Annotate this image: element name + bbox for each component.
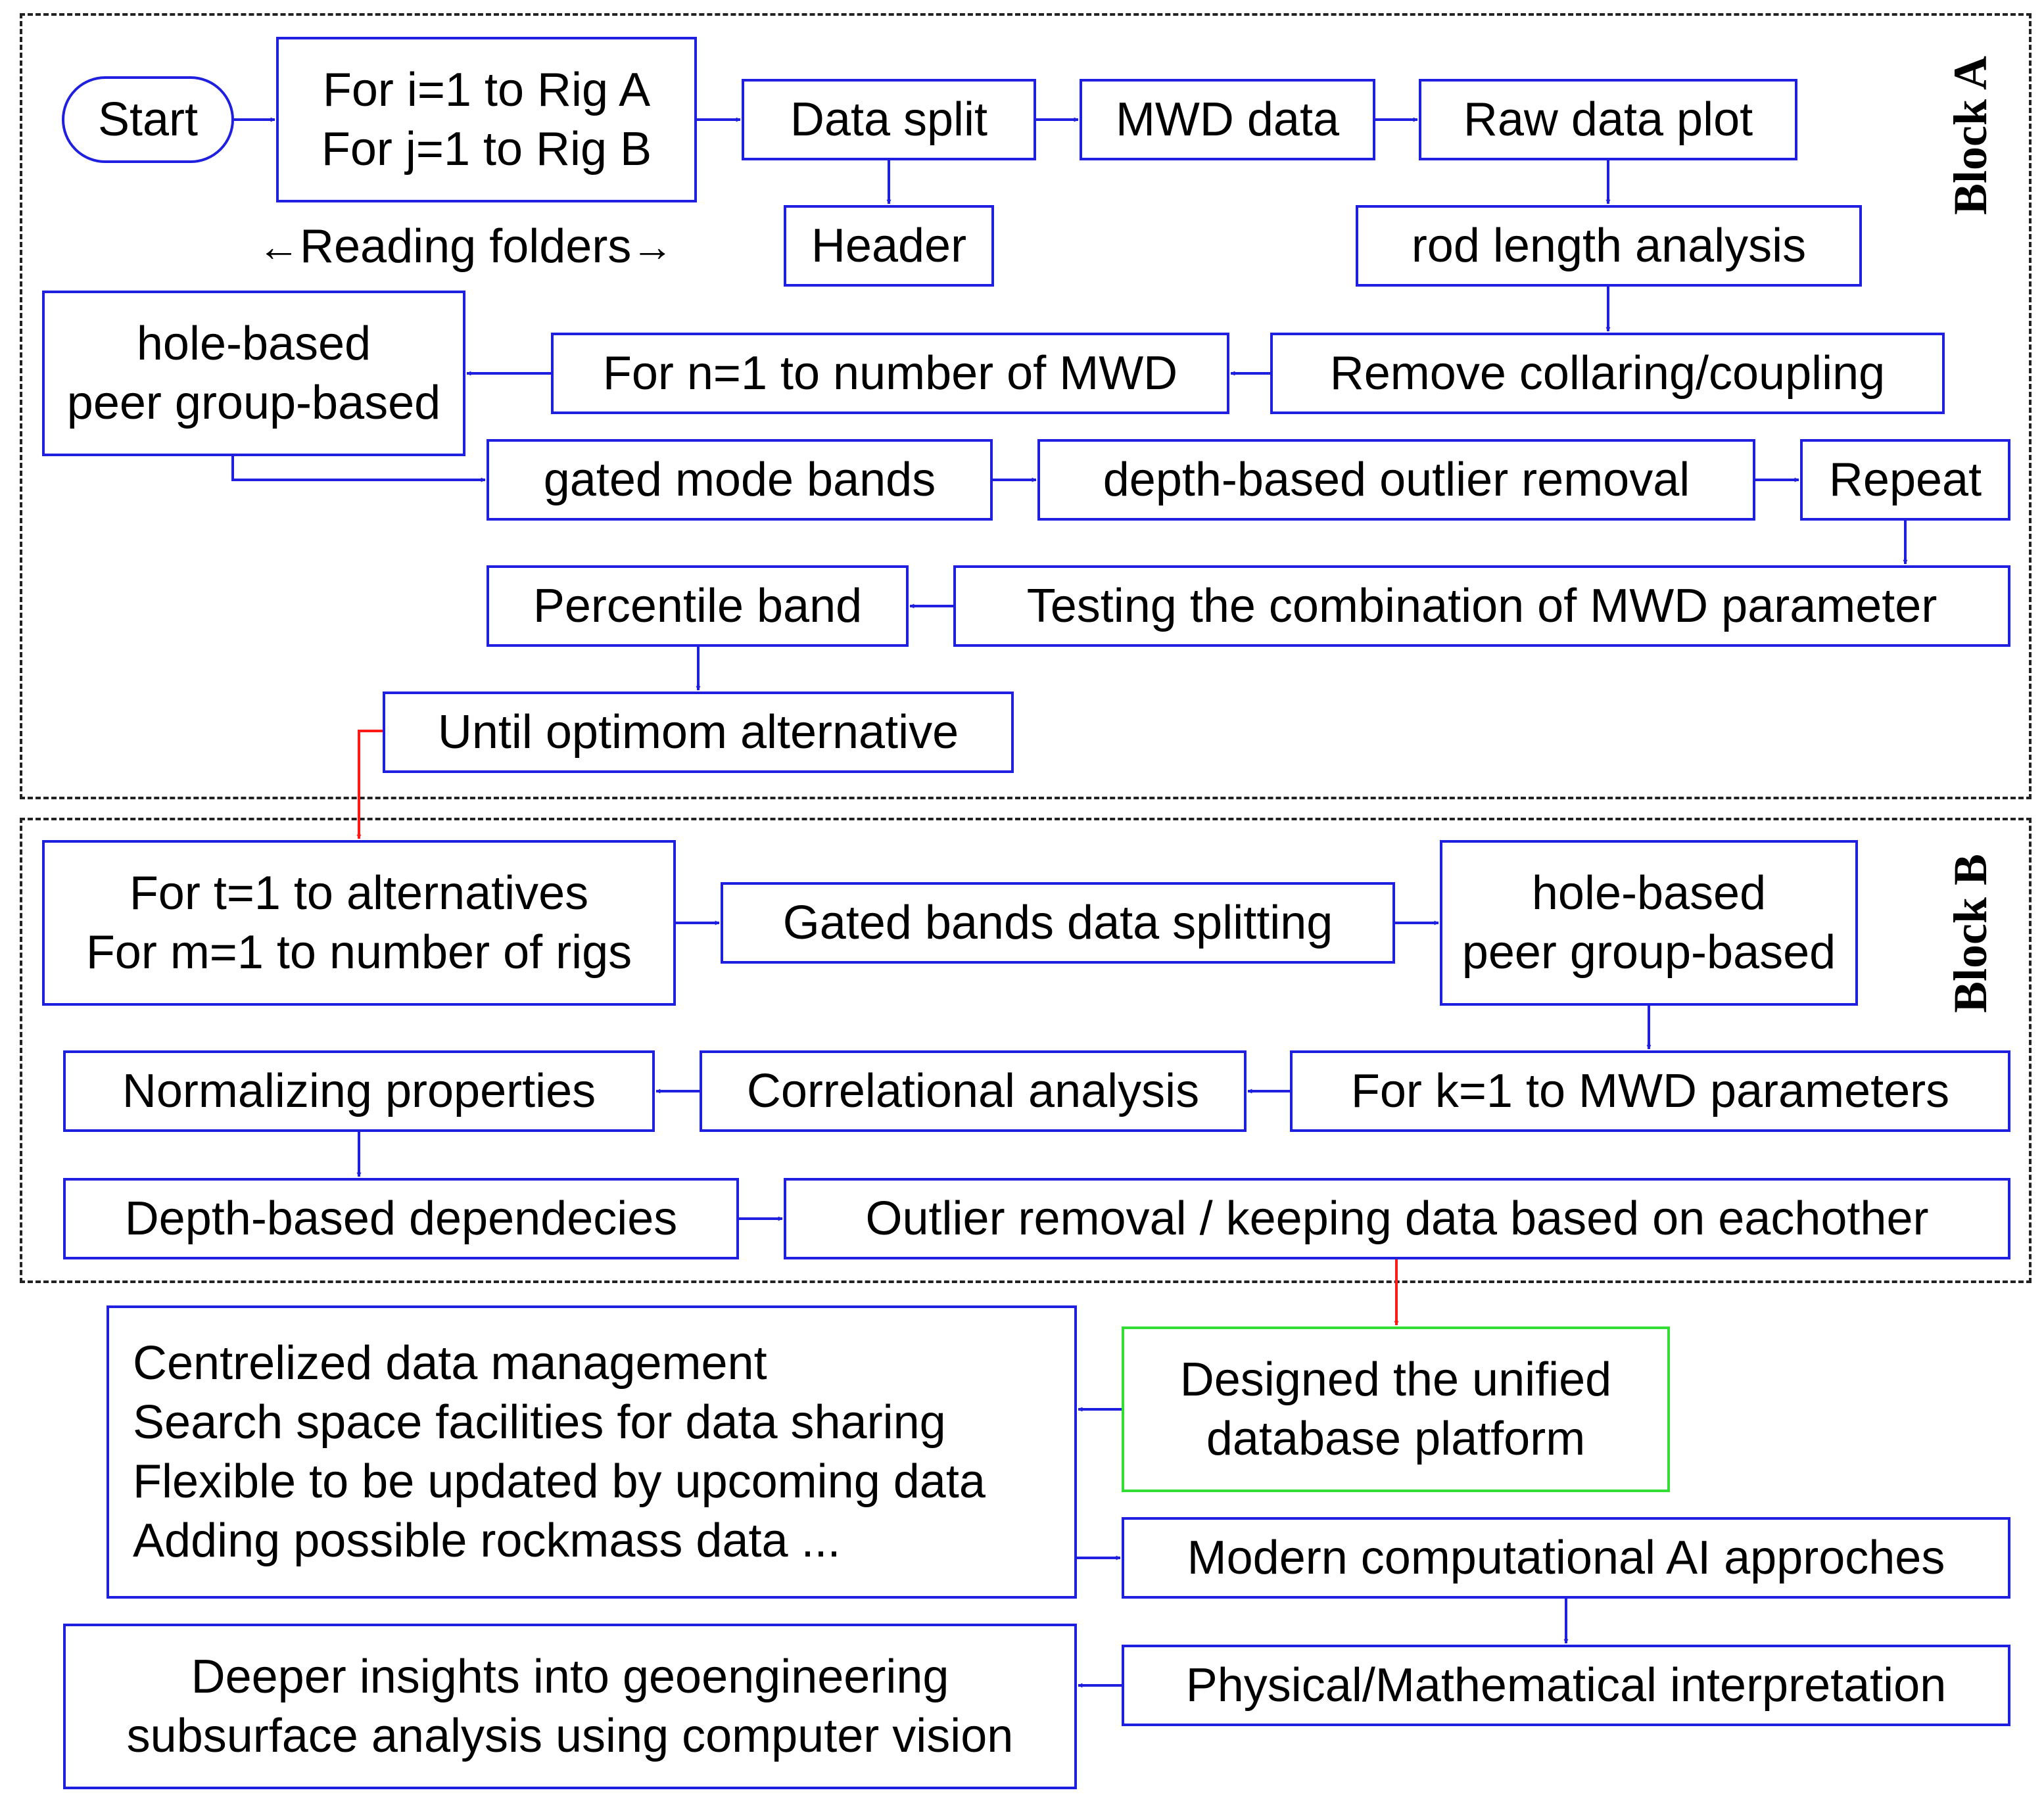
node-text-line: peer group-based xyxy=(1462,926,1836,979)
node-text-line: Data split xyxy=(790,93,988,146)
repeat-box: Repeat xyxy=(1800,439,2010,521)
node-text-line: MWD data xyxy=(1115,93,1340,146)
node-text-line: For n=1 to number of MWD xyxy=(602,347,1178,400)
start-terminal: Start xyxy=(62,76,234,163)
edge-holepeer-to-gated xyxy=(231,456,486,482)
node-text-line: Testing the combination of MWD parameter xyxy=(1026,580,1937,632)
node-text-line: Repeat xyxy=(1828,454,1982,506)
depth-outlier-removal-box: depth-based outlier removal xyxy=(1037,439,1755,521)
header-box: Header xyxy=(784,205,994,287)
node-text-line: gated mode bands xyxy=(543,454,936,506)
reading-loop-box: For i=1 to Rig A For j=1 to Rig B xyxy=(276,37,697,202)
testing-combination-box: Testing the combination of MWD parameter xyxy=(953,565,2010,647)
deeper-insights-box: Deeper insights into geoengineering subsu… xyxy=(63,1624,1077,1789)
hole-peer-group-box-a: hole-based peer group-based xyxy=(42,291,465,456)
percentile-band-box: Percentile band xyxy=(487,565,909,647)
gated-bands-splitting-box: Gated bands data splitting xyxy=(721,882,1395,964)
raw-data-plot-box: Raw data plot xyxy=(1419,79,1797,160)
right-arrow-icon: → xyxy=(631,223,674,270)
node-text-line: Modern computational AI approches xyxy=(1187,1532,1945,1584)
node-text-line: depth-based outlier removal xyxy=(1103,454,1690,506)
node-text-line: Outlier removal / keeping data based on … xyxy=(865,1192,1929,1245)
node-text-line: For i=1 to Rig A xyxy=(322,64,651,116)
node-text-line: For t=1 to alternatives xyxy=(129,867,589,920)
node-text-line: rod length analysis xyxy=(1411,220,1807,272)
normalizing-properties-box: Normalizing properties xyxy=(63,1050,655,1132)
mwd-data-box: MWD data xyxy=(1080,79,1375,160)
node-text-line: subsurface analysis using computer visio… xyxy=(126,1710,1014,1762)
node-text-line: Flexible to be updated by upcoming data xyxy=(133,1455,986,1508)
hole-peer-group-box-b: hole-based peer group-based xyxy=(1440,840,1858,1006)
interpretation-box: Physical/Mathematical interpretation xyxy=(1122,1645,2010,1726)
remove-collaring-box: Remove collaring/coupling xyxy=(1270,333,1945,414)
node-text-line: For j=1 to Rig B xyxy=(321,123,652,176)
outlier-keeping-box: Outlier removal / keeping data based on … xyxy=(784,1178,2010,1259)
node-text-line: Percentile band xyxy=(533,580,863,632)
node-text-line: Header xyxy=(811,220,967,272)
correlational-analysis-box: Correlational analysis xyxy=(700,1050,1247,1132)
node-text-line: Adding possible rockmass data ... xyxy=(133,1514,841,1567)
node-text-line: Until optimom alternative xyxy=(437,706,959,759)
node-text-line: Start xyxy=(97,93,199,146)
gated-mode-bands-box: gated mode bands xyxy=(487,439,993,521)
node-text-line: Designed the unified xyxy=(1179,1353,1612,1406)
node-text-line: peer group-based xyxy=(66,377,441,429)
node-text-line: Depth-based dependecies xyxy=(124,1192,678,1245)
mwd-parameters-loop-box: For k=1 to MWD parameters xyxy=(1290,1050,2010,1132)
node-text-line: Remove collaring/coupling xyxy=(1329,347,1886,400)
ai-approaches-box: Modern computational AI approches xyxy=(1122,1517,2010,1599)
block-a-region xyxy=(20,13,2032,799)
edge-until-to-block-b xyxy=(356,730,383,839)
node-text-line: Deeper insights into geoengineering xyxy=(191,1651,949,1703)
depth-dependencies-box: Depth-based dependecies xyxy=(63,1178,739,1259)
node-text-line: Search space facilities for data sharing xyxy=(133,1396,946,1449)
node-text-line: Correlational analysis xyxy=(746,1065,1200,1117)
rod-length-analysis-box: rod length analysis xyxy=(1356,205,1862,287)
node-text-line: Centrelized data management xyxy=(133,1337,767,1390)
node-text-line: Raw data plot xyxy=(1463,93,1753,146)
node-text-line: For m=1 to number of rigs xyxy=(85,926,632,979)
node-text-line: For k=1 to MWD parameters xyxy=(1350,1065,1950,1117)
reading-folders-text: Reading folders xyxy=(300,220,632,273)
unified-database-platform-box: Designed the unified database platform xyxy=(1122,1326,1670,1492)
left-arrow-icon: ← xyxy=(258,223,300,270)
node-text-line: Physical/Mathematical interpretation xyxy=(1185,1659,1947,1712)
reading-folders-label: ← Reading folders → xyxy=(258,217,673,276)
node-text-line: hole-based xyxy=(1531,867,1767,920)
mwd-loop-box: For n=1 to number of MWD xyxy=(551,333,1229,414)
node-text-line: database platform xyxy=(1206,1413,1586,1465)
data-split-box: Data split xyxy=(742,79,1036,160)
node-text-line: Gated bands data splitting xyxy=(782,897,1333,949)
node-text-line: Normalizing properties xyxy=(122,1065,596,1117)
node-text-line: hole-based xyxy=(136,317,371,370)
until-optimum-box: Until optimom alternative xyxy=(383,692,1014,773)
block-b-region xyxy=(20,818,2032,1283)
